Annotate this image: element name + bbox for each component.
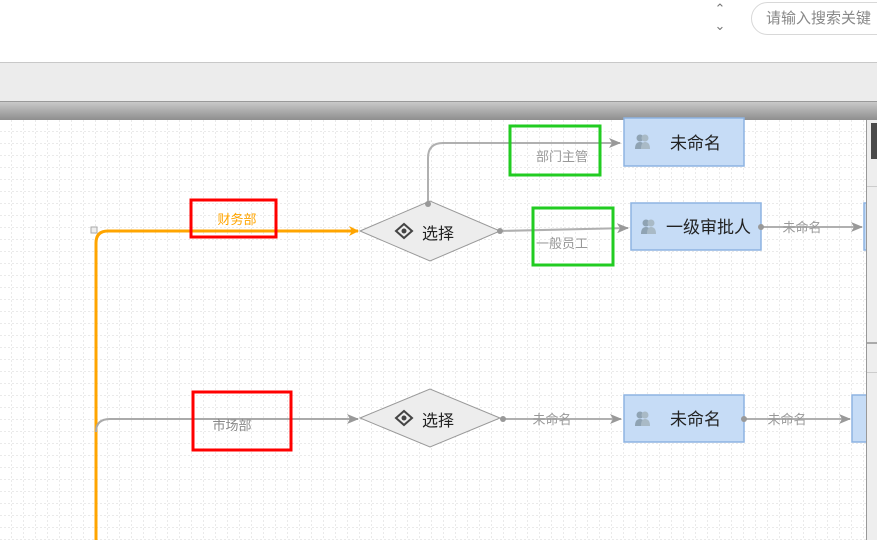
edge-market-label: 市场部: [212, 418, 251, 434]
toolbar: [0, 63, 877, 102]
divider: [867, 186, 877, 187]
side-panel: [866, 120, 877, 540]
divider: [867, 372, 877, 373]
task-node-unnamed-1[interactable]: 未命名: [623, 117, 745, 167]
edge-finance-label: 财务部: [217, 212, 256, 228]
edge-market-line[interactable]: [95, 414, 359, 433]
divider: [867, 342, 877, 344]
decision-label: 选择: [422, 224, 454, 243]
node-label: 未命名: [670, 134, 721, 154]
highlight-box: [191, 390, 293, 452]
task-node-unnamed-2[interactable]: 未命名: [623, 394, 745, 443]
edge-finance-line[interactable]: [94, 226, 359, 540]
edge-employee-line[interactable]: [499, 223, 629, 234]
edge-manager-label: 部门主管: [536, 150, 588, 165]
decision-node-2[interactable]: 选择: [358, 388, 502, 448]
node-label: 未命名: [670, 410, 721, 430]
edge-employee-label: 一般员工: [536, 236, 588, 252]
search-input[interactable]: 请输入搜索关键: [751, 2, 877, 35]
edge-label: 未命名: [532, 412, 571, 428]
highlight-box: [189, 198, 278, 239]
edge-manager-line[interactable]: [427, 138, 621, 204]
grid-background: [0, 120, 866, 540]
highlight-box: [508, 124, 602, 177]
connection-handle[interactable]: [90, 226, 98, 234]
edge-label: 未命名: [782, 220, 821, 236]
node-label: 一级审批人: [666, 218, 751, 238]
chevron-up-icon[interactable]: ⌃: [714, 2, 726, 17]
decision-node-1[interactable]: 选择: [358, 200, 502, 262]
decision-label: 选择: [422, 411, 454, 430]
canvas-title-bar: [0, 102, 877, 120]
highlight-box: [531, 206, 615, 267]
edge-label: 未命名: [767, 412, 806, 428]
panel-handle[interactable]: [871, 123, 877, 159]
chevron-down-icon[interactable]: ⌄: [714, 19, 726, 34]
top-header: ⌃ ⌄ 请输入搜索关键: [0, 0, 877, 63]
task-node-first-approver[interactable]: 一级审批人: [630, 202, 762, 251]
